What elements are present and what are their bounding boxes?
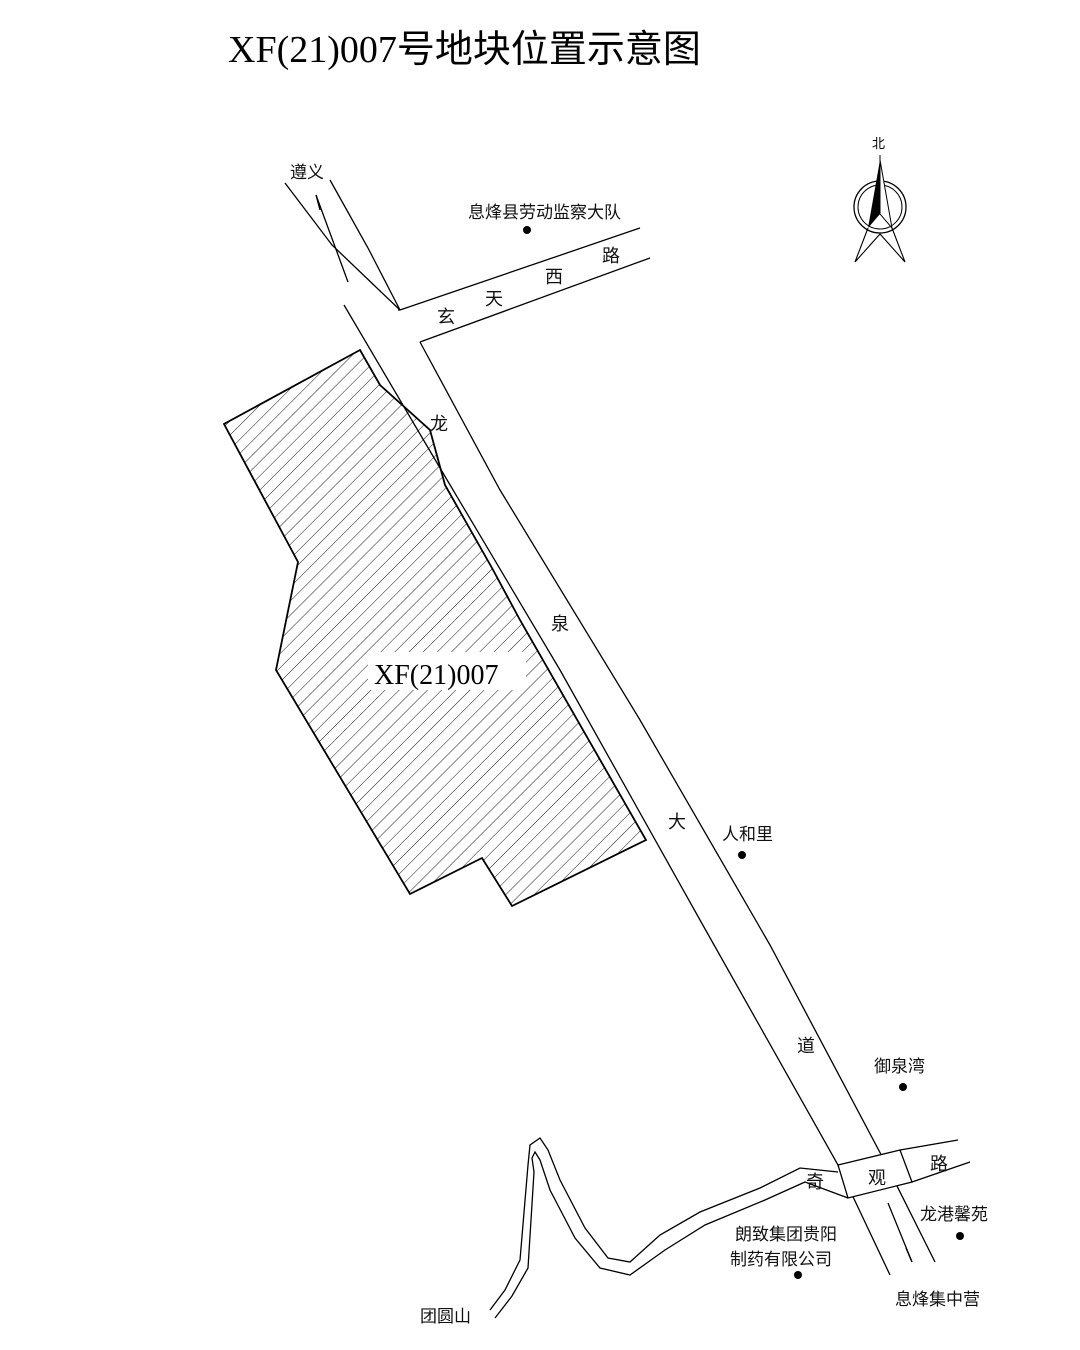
north-label: 北 [872,137,885,152]
place-langzhi-line1: 朗致集团贵阳 [735,1225,837,1245]
road-char: 大 [668,812,686,833]
place-yuquanwan: 御泉湾 [874,1057,925,1077]
place-jizhongying: 息烽集中营 [895,1290,980,1310]
plot-xf21-007: XF(21)007 [222,348,648,908]
road-char: 奇 [806,1172,824,1193]
north-arrow-icon: 北 [853,137,907,263]
road-char: 观 [868,1168,886,1189]
road-char: 玄 [437,307,455,328]
tuanyuanshan-road [489,1137,849,1319]
longquan-road-label: 龙 泉 大 道 [430,414,815,1057]
road-char: 龙 [430,414,448,435]
road-char: 路 [602,246,620,267]
xuantian-road-label: 玄 天 西 路 [437,246,620,328]
place-tuanyuanshan: 团圆山 [420,1307,471,1327]
map-title: XF(21)007号地块位置示意图 [228,29,701,71]
plot-label: XF(21)007 [374,660,498,691]
place-zunyi: 遵义 [290,163,324,183]
qiguan-road [837,1139,971,1199]
road-char: 道 [797,1036,815,1057]
road-char: 路 [930,1154,948,1175]
place-marker [523,226,531,234]
road-char: 天 [485,289,503,310]
place-langzhi-line2: 制药有限公司 [730,1250,832,1270]
road-char: 泉 [551,614,569,635]
place-longgang: 龙港馨苑 [920,1205,988,1225]
place-marker [956,1232,964,1240]
road-char: 西 [545,267,563,288]
qiguan-road-label: 奇 观 路 [806,1154,948,1193]
place-renheli: 人和里 [722,825,773,845]
place-marker [899,1083,907,1091]
place-labor-brigade: 息烽县劳动监察大队 [468,203,621,223]
place-marker [738,851,746,859]
xuantian-west-road [399,227,651,343]
place-marker [794,1271,802,1279]
